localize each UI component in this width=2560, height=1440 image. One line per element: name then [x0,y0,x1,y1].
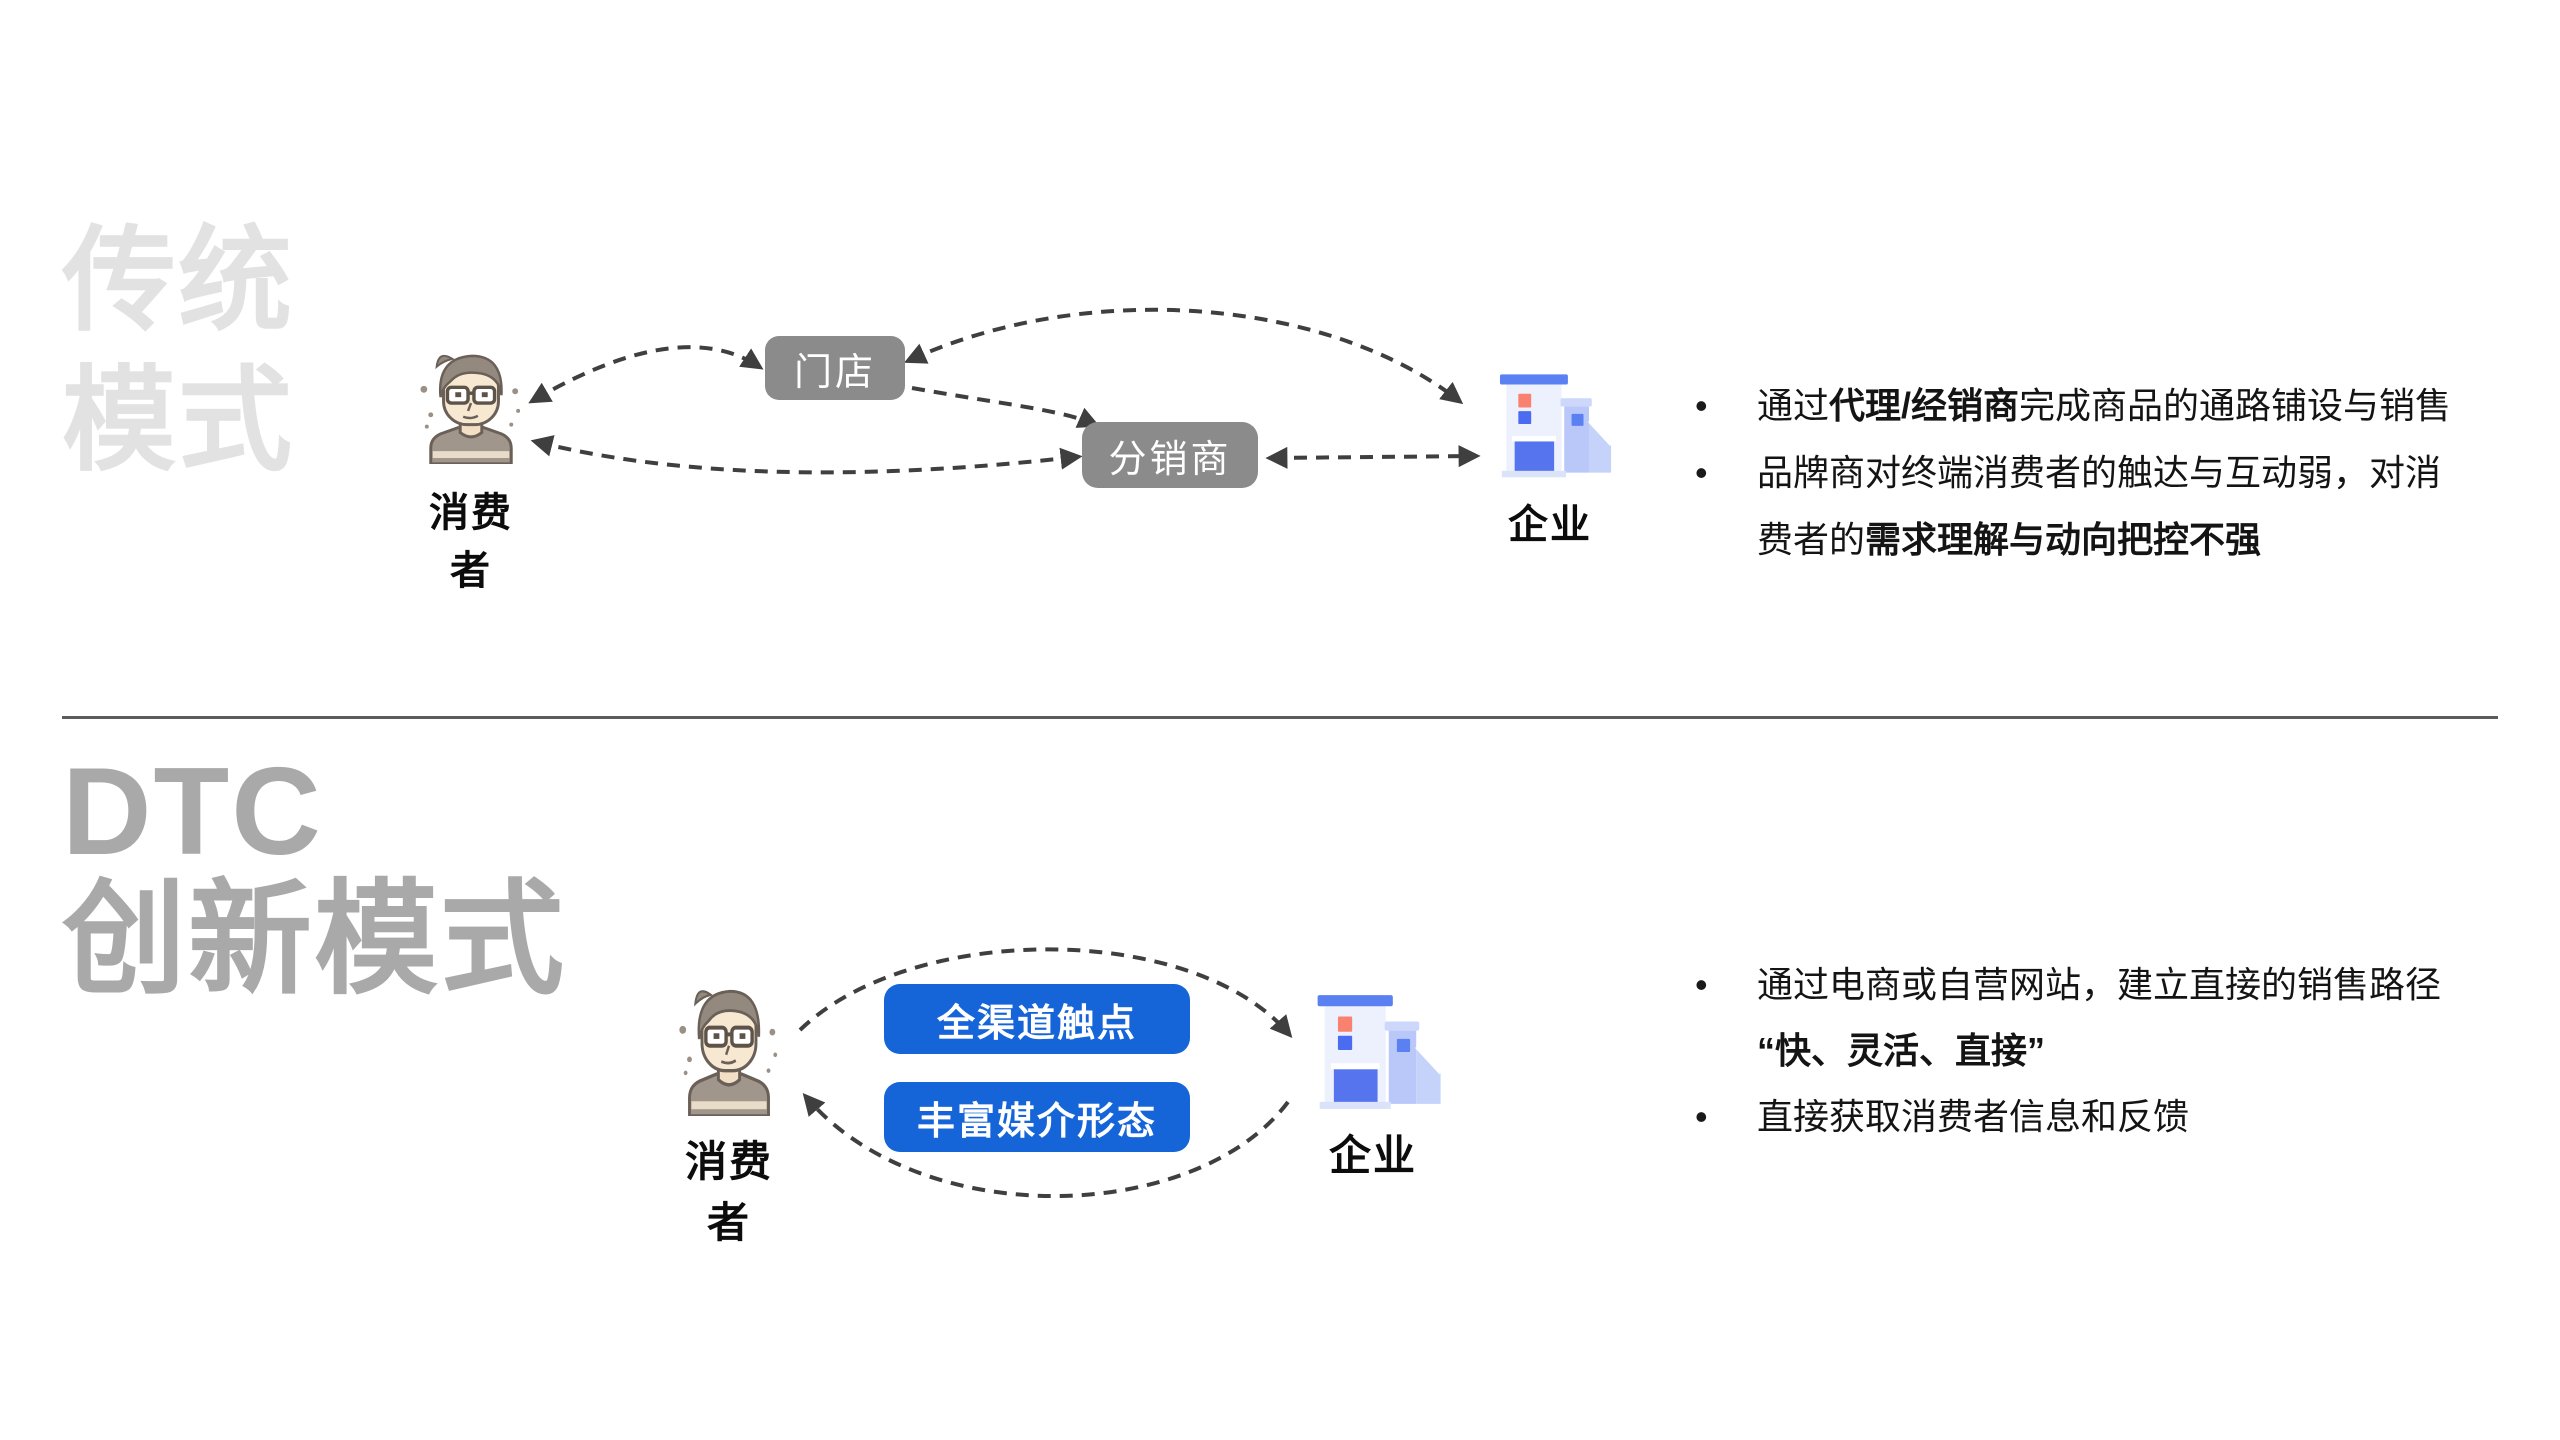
bullet-dot: • [1695,1096,1708,1137]
dtc-notes: • 通过电商或自营网站，建立直接的销售路径 “快、灵活、直接” • 直接获取消费… [1695,952,2535,1150]
section-title-dtc: DTC 创新模式 [62,748,566,1004]
enterprise-icon [1317,995,1442,1109]
consumer-label: 消费者 [684,1138,773,1246]
enterprise-node-dtc: 企业 [1303,988,1443,1183]
enterprise-label: 企业 [1508,503,1592,547]
consumer-node-dtc: 消费者 [673,980,785,1250]
note-item: • 直接获取消费者信息和反馈 [1695,1084,2535,1150]
note-item: • 通过电商或自营网站，建立直接的销售路径 “快、灵活、直接” [1695,952,2535,1084]
consumer-icon [679,989,778,1116]
note-item: • 通过代理/经销商完成商品的通路铺设与销售 [1695,372,2535,439]
title-line: DTC [62,743,323,881]
arrow-store-enterprise [903,307,1464,405]
section-divider [62,716,2498,719]
omnichannel-touchpoint-button: 全渠道触点 [884,984,1190,1054]
arrow-distributor-enterprise [1265,445,1481,469]
arrow-consumer-store [528,345,764,404]
note-text: 通过代理/经销商完成商品的通路铺设与销售 [1757,385,2452,426]
enterprise-label: 企业 [1328,1132,1417,1179]
arrow-store-distributor [911,386,1101,428]
distributor-box: 分销商 [1082,422,1258,488]
enterprise-icon [1499,374,1613,478]
consumer-label: 消费者 [429,491,513,593]
omnichannel-touchpoint-label: 全渠道触点 [936,1002,1137,1045]
bullet-dot: • [1695,385,1708,426]
note-text: 通过电商或自营网站，建立直接的销售路径 “快、灵活、直接” [1757,964,2442,1071]
note-item: • 品牌商对终端消费者的触达与互动弱，对消 费者的需求理解与动向把控不强 [1695,439,2535,573]
note-text: 品牌商对终端消费者的触达与互动弱，对消 费者的需求理解与动向把控不强 [1757,452,2442,560]
consumer-node-traditional: 消费者 [415,346,527,596]
enterprise-node-traditional: 企业 [1485,368,1615,550]
traditional-notes: • 通过代理/经销商完成商品的通路铺设与销售 • 品牌商对终端消费者的触达与互动… [1695,372,2535,573]
rich-media-button: 丰富媒介形态 [884,1082,1190,1152]
distributor-label: 分销商 [1108,438,1232,481]
consumer-icon [420,354,521,464]
store-label: 门店 [793,351,876,394]
store-box: 门店 [765,336,905,400]
arrow-consumer-distributor [530,435,1083,475]
bullet-dot: • [1695,964,1708,1005]
title-line: 模式 [62,358,295,485]
title-line: 传统 [62,218,295,345]
rich-media-label: 丰富媒介形态 [916,1100,1157,1143]
bullet-dot: • [1695,452,1708,493]
title-line: 创新模式 [62,871,567,1009]
note-text: 直接获取消费者信息和反馈 [1757,1096,2190,1137]
section-title-traditional: 传统 模式 [62,212,294,492]
